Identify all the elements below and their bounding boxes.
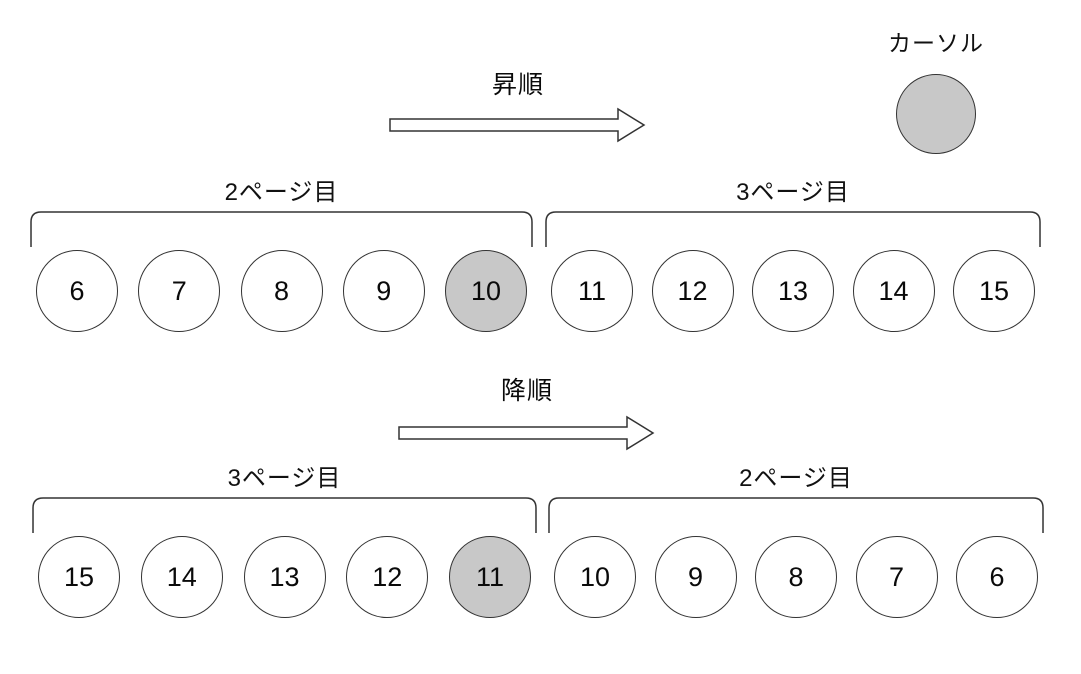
item-circle: 15 (38, 536, 120, 618)
item-circle: 13 (752, 250, 834, 332)
right-arrow-icon (389, 107, 646, 143)
item-circle: 8 (755, 536, 837, 618)
page-label: 2ページ目 (224, 179, 339, 206)
item-circle: 15 (953, 250, 1035, 332)
item-circle: 6 (36, 250, 118, 332)
page-label: 2ページ目 (739, 465, 853, 492)
cursor-legend-label: カーソル (888, 30, 984, 56)
ascending-arrow-block: 昇順 (389, 70, 647, 145)
page-bracket-icon (32, 496, 537, 534)
item-circle: 7 (138, 250, 221, 332)
right-arrow-icon (398, 415, 655, 451)
page-bracket-icon (548, 496, 1044, 534)
cursor-legend: カーソル (856, 28, 1016, 154)
item-circle: 6 (956, 536, 1038, 618)
item-circle: 7 (855, 536, 938, 618)
cursor-circle (896, 74, 976, 154)
page-label: 3ページ目 (227, 465, 342, 492)
ascending-label: 昇順 (491, 71, 544, 99)
page-bracket-icon (30, 210, 533, 248)
item-circle: 13 (243, 536, 326, 618)
item-circle: 14 (852, 250, 935, 332)
item-circle: 9 (342, 250, 425, 332)
item-circle: 12 (346, 536, 429, 618)
descending-label: 降順 (500, 377, 553, 405)
descending-arrow-block: 降順 (398, 376, 656, 453)
item-circle-cursor: 11 (449, 536, 531, 618)
item-circle-cursor: 10 (445, 250, 527, 332)
item-circle: 12 (651, 250, 734, 332)
page-label: 3ページ目 (736, 179, 850, 206)
item-circle: 10 (554, 536, 636, 618)
item-circle: 11 (551, 250, 633, 332)
item-circle: 8 (240, 250, 323, 332)
item-circle: 14 (140, 536, 223, 618)
item-circle: 9 (654, 536, 737, 618)
page-bracket-icon (545, 210, 1041, 248)
